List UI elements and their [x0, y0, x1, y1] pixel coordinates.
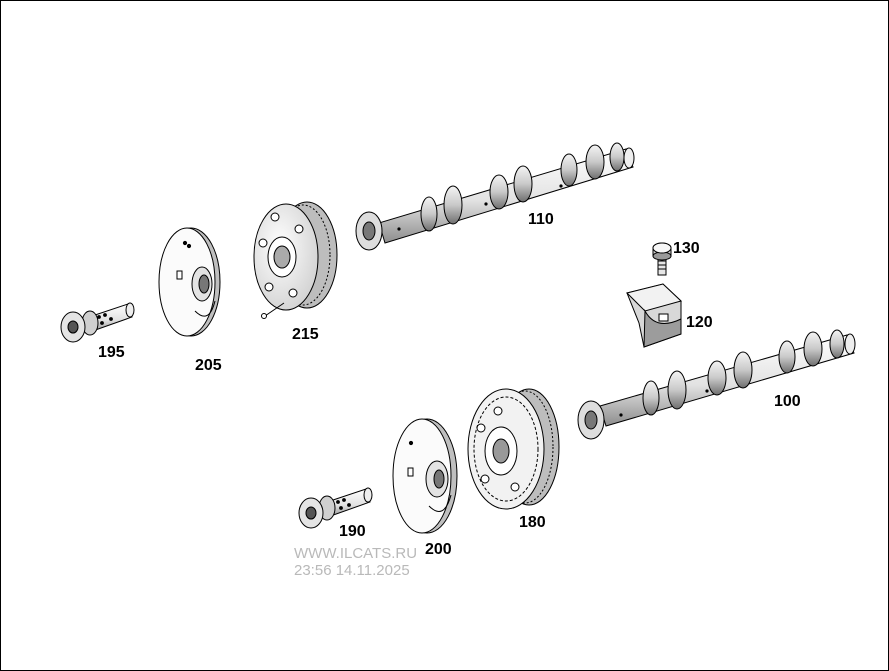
control-valve-195[interactable]	[60, 302, 135, 343]
cover-plate-200[interactable]	[392, 418, 458, 534]
callout-205[interactable]: 205	[195, 357, 222, 374]
control-valve-190[interactable]	[298, 487, 373, 529]
callout-190[interactable]: 190	[339, 523, 366, 540]
camshaft-110[interactable]	[355, 142, 635, 251]
bolt-130[interactable]	[652, 242, 672, 276]
callout-110[interactable]: 110	[528, 211, 554, 228]
watermark-timestamp: 23:56 14.11.2025	[294, 562, 410, 579]
watermark-site: WWW.ILCATS.RU	[294, 545, 418, 562]
cover-plate-205[interactable]	[158, 227, 221, 337]
callout-215[interactable]: 215	[292, 326, 319, 343]
camshaft-adjuster-180[interactable]	[467, 388, 560, 510]
callout-130[interactable]: 130	[673, 240, 700, 257]
bearing-cap-120[interactable]	[626, 283, 682, 348]
callout-200[interactable]: 200	[425, 541, 452, 558]
camshaft-100[interactable]	[577, 329, 856, 440]
camshaft-adjuster-215[interactable]	[253, 201, 338, 319]
callout-180[interactable]: 180	[519, 514, 546, 531]
callout-195[interactable]: 195	[98, 344, 125, 361]
callout-120[interactable]: 120	[686, 314, 713, 331]
callout-100[interactable]: 100	[774, 393, 801, 410]
